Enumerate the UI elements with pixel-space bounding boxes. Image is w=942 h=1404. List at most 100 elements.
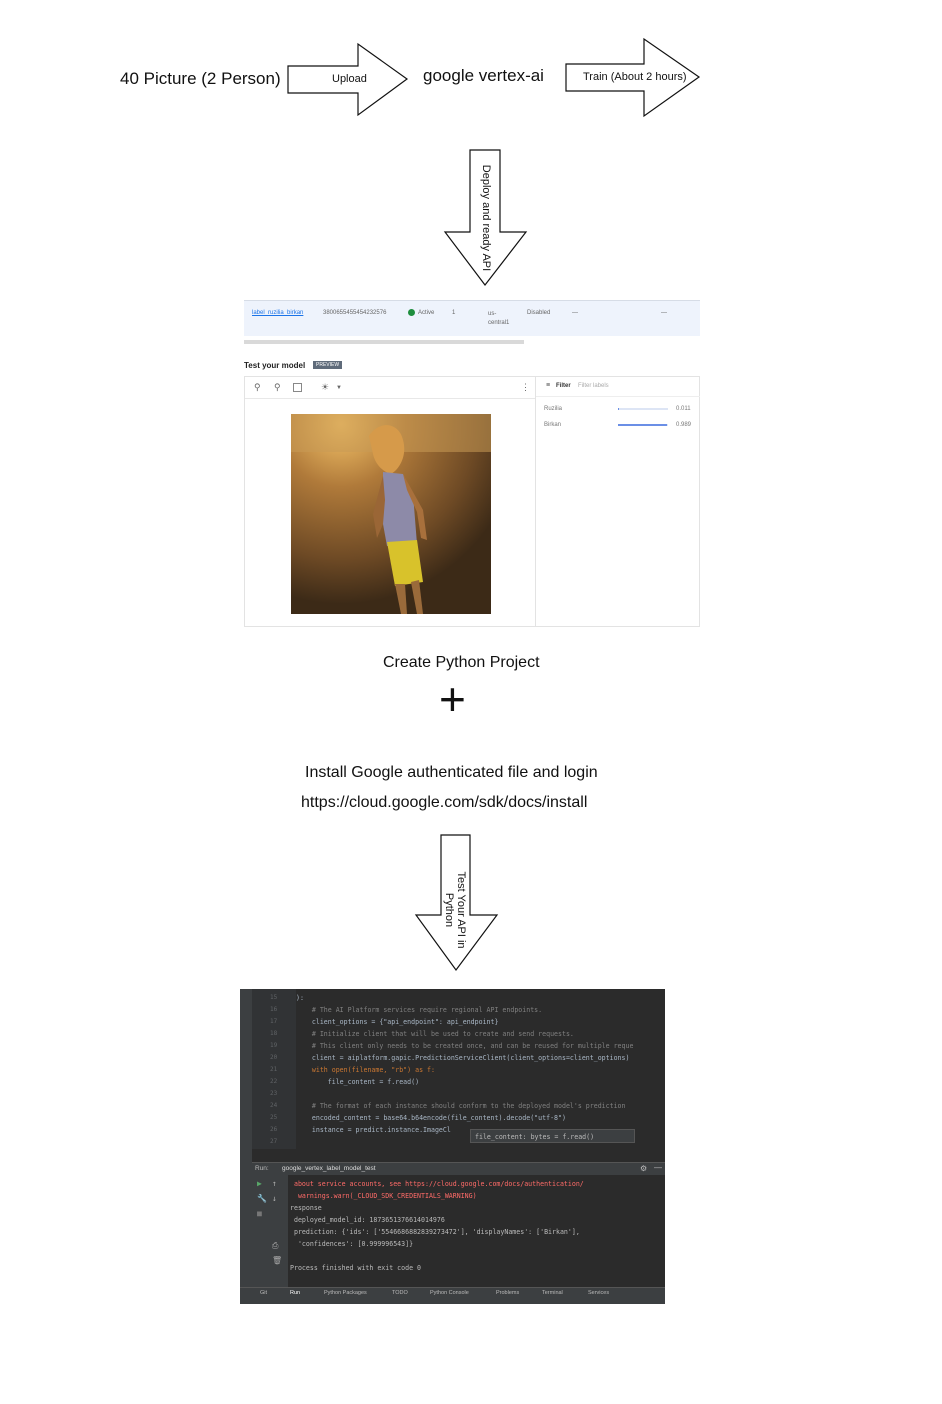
code-line[interactable]: # Initialize client that will be used to… <box>296 1030 574 1038</box>
tab-run[interactable]: Run <box>290 1290 301 1296</box>
filter-icon: ≡ <box>546 382 551 389</box>
tab-terminal[interactable]: Terminal <box>542 1290 563 1296</box>
filter-label: Filter <box>556 383 571 389</box>
deploy-label: Deploy and ready API <box>480 164 492 272</box>
viewer-toolbar: ⚲ ⚲ ☀ ▼ ⋮ <box>245 377 535 399</box>
stop-icon[interactable]: ■ <box>257 1209 262 1218</box>
code-icon[interactable] <box>293 383 302 392</box>
code-line[interactable]: client_options = {"api_endpoint": api_en… <box>296 1018 499 1026</box>
more-icon[interactable]: ⋮ <box>521 382 530 392</box>
labels-pane: ≡ Filter Filter labels Ruzilia 0.011 Bir… <box>536 376 700 627</box>
output-line: warnings.warn(_CLOUD_SDK_CREDENTIALS_WAR… <box>290 1192 477 1200</box>
trash-icon[interactable]: 🗑 <box>272 1256 283 1265</box>
code-line[interactable]: # The format of each instance should con… <box>296 1102 626 1110</box>
line-number: 21 <box>270 1066 278 1073</box>
tab-python-console[interactable]: Python Console <box>430 1290 469 1296</box>
line-number: 19 <box>270 1042 278 1049</box>
code-line[interactable]: client = aiplatform.gapic.PredictionServ… <box>296 1054 630 1062</box>
confidence-fill <box>618 408 619 410</box>
zoom-out-icon[interactable]: ⚲ <box>254 382 261 392</box>
endpoint-dash-2: — <box>661 310 667 316</box>
output-line: about service accounts, see https://clou… <box>290 1180 584 1188</box>
tab-services[interactable]: Services <box>588 1290 610 1296</box>
label-name: Birkan <box>544 422 562 428</box>
code-line[interactable]: # This client only needs to be created o… <box>296 1042 634 1050</box>
label-name: Ruzilia <box>544 406 563 412</box>
chevron-down-icon[interactable]: ▼ <box>336 385 342 391</box>
endpoint-logging: Disabled <box>527 310 551 316</box>
plus-symbol: + <box>439 673 466 725</box>
confidence-value: 0.011 <box>676 406 691 412</box>
line-number: 18 <box>270 1030 278 1037</box>
line-number: 25 <box>270 1114 278 1121</box>
filter-input[interactable]: Filter labels <box>578 383 609 389</box>
run-panel-header: Run: google_vertex_label_model_test ⚙ — <box>252 1162 665 1175</box>
status-check-icon <box>408 309 415 316</box>
upload-label: Upload <box>332 73 367 85</box>
code-line[interactable]: ): <box>296 994 304 1002</box>
line-number: 22 <box>270 1078 278 1085</box>
line-number: 27 <box>270 1138 278 1145</box>
tab-git[interactable]: Git <box>260 1290 268 1296</box>
run-tab[interactable]: google_vertex_label_model_test <box>282 1165 376 1172</box>
output-line: 'confidences': [0.999996543]} <box>290 1240 414 1248</box>
deploy-arrow <box>443 149 528 286</box>
code-line[interactable]: # The AI Platform services require regio… <box>296 1006 543 1014</box>
confidence-bar <box>618 424 668 426</box>
brightness-icon[interactable]: ☀ <box>321 382 330 392</box>
code-line[interactable]: instance = predict.instance.ImageCl <box>296 1126 451 1134</box>
output-line: Process finished with exit code 0 <box>290 1264 422 1272</box>
horizontal-scrollbar[interactable] <box>244 340 524 344</box>
preview-badge: PREVIEW <box>313 361 343 369</box>
parameter-hint-popup: file_content: bytes = f.read() <box>470 1129 635 1143</box>
line-number: 26 <box>270 1126 278 1133</box>
confidence-value: 0.989 <box>676 422 692 428</box>
output-line: prediction: {'ids': ['554668688283927347… <box>290 1228 580 1236</box>
output-line: deployed_model_id: 1873651376614014976 <box>290 1216 445 1224</box>
project-tool-strip <box>252 989 266 1149</box>
output-line: response <box>290 1204 322 1212</box>
install-url: https://cloud.google.com/sdk/docs/instal… <box>301 794 588 811</box>
endpoint-link[interactable]: label_ruzilia_birkan <box>252 310 304 316</box>
bottom-tool-tabs: Git Run Python Packages TODO Python Cons… <box>240 1287 665 1298</box>
run-toolbar: ▶ ↑ 🔧 ↓ ■ ⎙ 🗑 <box>252 1175 288 1288</box>
endpoint-id: 3800655455454232576 <box>323 310 387 316</box>
endpoint-status: Active <box>418 310 435 316</box>
minimize-icon[interactable]: — <box>654 1163 662 1172</box>
tool-window-strip <box>240 989 252 1304</box>
tab-todo[interactable]: TODO <box>392 1290 408 1296</box>
code-line[interactable]: with open(filename, "rb") as f: <box>296 1066 435 1074</box>
image-viewer: ⚲ ⚲ ☀ ▼ ⋮ <box>244 376 536 627</box>
source-label: 40 Picture (2 Person) <box>120 69 281 88</box>
wrench-icon[interactable]: 🔧 <box>257 1194 267 1203</box>
tab-python-packages[interactable]: Python Packages <box>324 1290 367 1296</box>
service-label: google vertex-ai <box>423 66 544 85</box>
line-number: 15 <box>270 994 278 1001</box>
rerun-icon[interactable]: ▶ <box>257 1179 262 1188</box>
zoom-in-icon[interactable]: ⚲ <box>274 382 281 392</box>
gear-icon[interactable]: ⚙ <box>640 1164 648 1173</box>
train-arrow <box>565 37 701 118</box>
down-arrow-icon[interactable]: ↓ <box>272 1194 277 1203</box>
confidence-fill <box>618 424 668 426</box>
upload-arrow <box>287 42 409 117</box>
up-arrow-icon[interactable]: ↑ <box>272 1179 277 1188</box>
endpoint-count: 1 <box>452 310 456 316</box>
tab-problems[interactable]: Problems <box>496 1290 520 1296</box>
endpoint-dash-1: — <box>572 310 578 316</box>
code-line[interactable]: file_content = f.read() <box>296 1078 420 1086</box>
test-photo <box>291 414 491 614</box>
filter-row[interactable]: ≡ Filter Filter labels <box>536 377 700 397</box>
vertex-test-panel: label_ruzilia_birkan 3800655455454232576… <box>244 298 700 628</box>
test-label: Test Your API in Python <box>443 871 467 949</box>
print-icon[interactable]: ⎙ <box>272 1241 279 1250</box>
train-label: Train (About 2 hours) <box>583 71 687 83</box>
run-label: Run: <box>255 1165 269 1172</box>
code-line[interactable]: encoded_content = base64.b64encode(file_… <box>296 1114 566 1122</box>
create-project-label: Create Python Project <box>383 654 540 671</box>
line-number: 20 <box>270 1054 278 1061</box>
line-number: 16 <box>270 1006 278 1013</box>
status-bar <box>240 1298 665 1304</box>
